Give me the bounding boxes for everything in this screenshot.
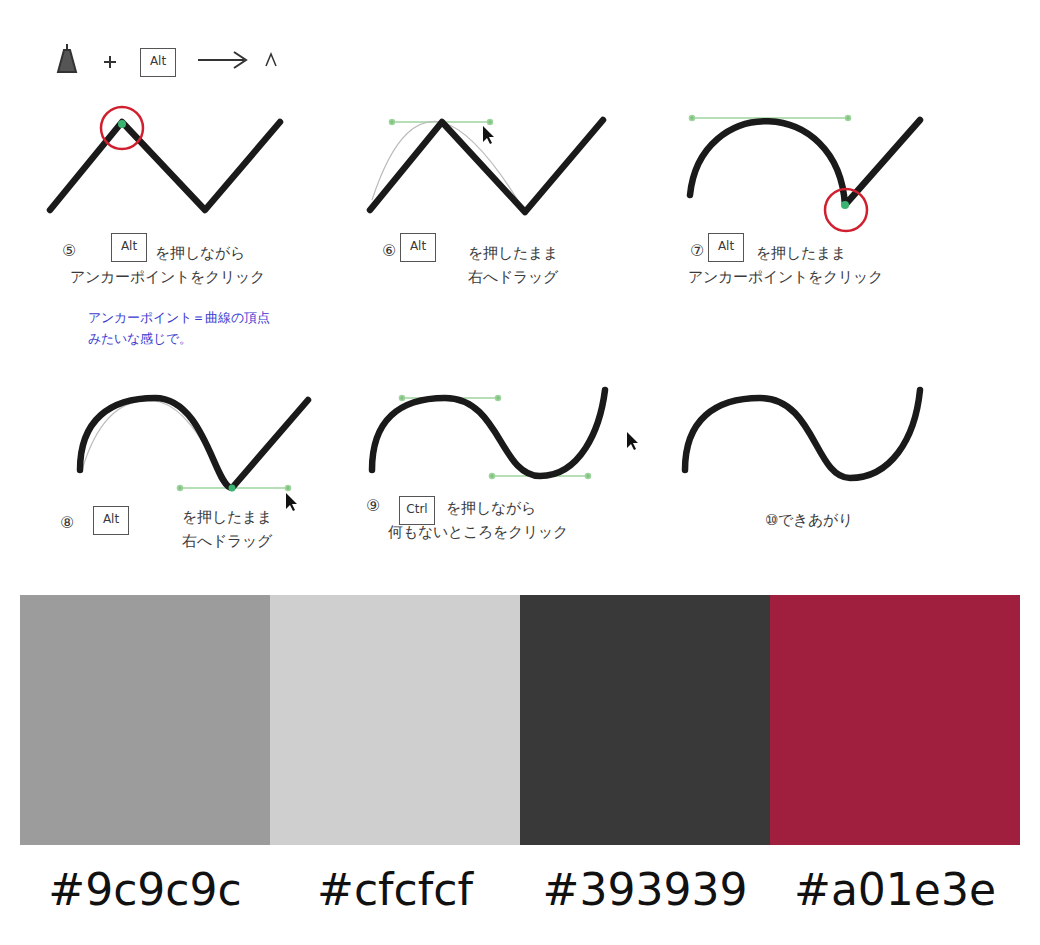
key-cap: Ctrl	[399, 496, 435, 525]
color-swatch	[20, 595, 270, 845]
arrow-line	[198, 59, 244, 61]
wave-paths	[50, 120, 920, 488]
key-label: Ctrl	[406, 503, 427, 516]
key-cap: Alt	[400, 233, 436, 262]
highlight-circles	[101, 107, 867, 231]
key-label: Alt	[103, 513, 119, 526]
step-number: ⑩できあがり	[765, 508, 853, 532]
color-code: #cfcfcf	[270, 864, 520, 915]
arrow-head	[234, 52, 246, 68]
instruction-text: を押しながら 何もないところをクリック	[388, 496, 628, 544]
color-swatch	[270, 595, 520, 845]
step-number: ⑤	[62, 238, 76, 264]
key-label: Alt	[718, 240, 734, 253]
color-code: #a01e3e	[770, 864, 1020, 915]
guide-paths	[82, 121, 525, 488]
key-cap: Alt	[140, 48, 176, 77]
mouse-cursors	[286, 126, 638, 511]
color-code: #9c9c9c	[20, 864, 270, 915]
pen-icon	[58, 50, 76, 72]
key-cap: Alt	[93, 506, 129, 535]
key-label: Alt	[410, 240, 426, 253]
key-cap: Alt	[708, 233, 744, 262]
key-cap: Alt	[111, 233, 147, 262]
pen-icon-tip	[66, 44, 68, 50]
instruction-text: を押したまま 右へドラッグ	[440, 241, 558, 289]
key-label: Alt	[121, 240, 137, 253]
anchor-points	[118, 120, 849, 492]
note-text: アンカーポイント＝曲線の頂点 みたいな感じで。	[88, 308, 318, 350]
instruction-text: を押しながら アンカーポイントをクリック	[70, 241, 340, 289]
step-number: ⑦	[690, 238, 704, 264]
plus-symbol	[109, 56, 111, 68]
color-swatch	[520, 595, 770, 845]
instruction-text: を押したまま アンカーポイントをクリック	[688, 241, 933, 289]
instruction-text: を押したまま 右へドラッグ	[140, 505, 272, 553]
step-number: ⑨	[366, 493, 380, 519]
step-number: ⑥	[382, 238, 396, 264]
step-number: ⑧	[60, 510, 74, 536]
color-code: #393939	[520, 864, 770, 915]
convert-cursor	[266, 54, 276, 66]
key-label: Alt	[150, 55, 166, 68]
color-swatch	[770, 595, 1020, 845]
